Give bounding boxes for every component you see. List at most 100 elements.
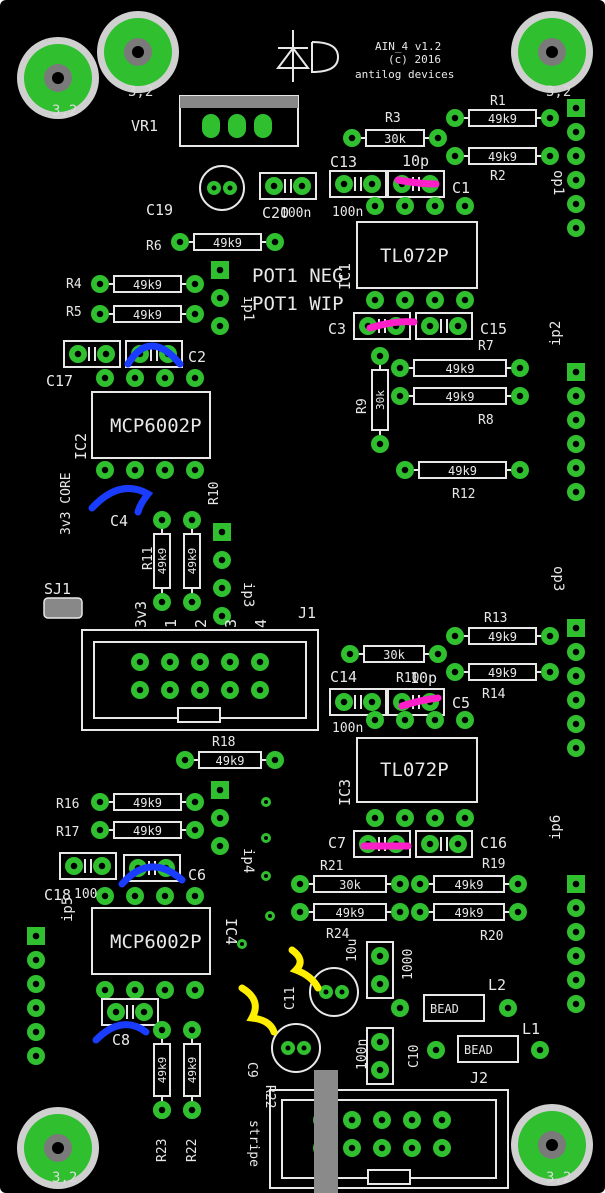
pad-hole — [572, 224, 580, 232]
pad-hole — [572, 104, 580, 112]
pad-hole — [572, 624, 580, 632]
pad-hole — [102, 350, 110, 358]
pad-hole — [226, 658, 234, 666]
pad-hole — [348, 1144, 356, 1152]
pad-hole — [101, 466, 109, 474]
resistor-body — [113, 305, 182, 323]
sj1-jumper — [43, 597, 83, 619]
resistor-body — [363, 645, 425, 663]
l2-bead-label: BEAD — [430, 1002, 459, 1016]
pad-hole — [572, 744, 580, 752]
capacitor-outline — [125, 340, 183, 368]
pad-hole — [298, 182, 306, 190]
pad-hole — [454, 322, 462, 330]
c5-value: 10p — [410, 669, 437, 687]
capacitor-outline — [259, 172, 317, 200]
via-hole — [268, 914, 272, 918]
pad-hole — [504, 1004, 512, 1012]
pad-hole — [340, 180, 348, 188]
pad-hole — [188, 516, 196, 524]
pad-hole — [256, 686, 264, 694]
pad-hole — [158, 516, 166, 524]
pad-hole — [227, 185, 233, 191]
resistor-value: 30k — [339, 878, 361, 892]
c7-label: C7 — [328, 834, 346, 852]
pad-hole — [32, 1052, 40, 1060]
resistor-body — [193, 233, 262, 251]
via-hole — [240, 942, 244, 946]
resistor-body — [153, 1043, 171, 1097]
pad-hole — [96, 310, 104, 318]
pad-hole — [396, 880, 404, 888]
pad-hole — [131, 986, 139, 994]
pad-hole — [296, 908, 304, 916]
pad-hole — [376, 440, 384, 448]
electrolytic-outline — [199, 165, 245, 211]
pad-hole — [371, 202, 379, 210]
hole-size-label: 3,2 — [546, 84, 571, 100]
yellow-mark-c9 — [238, 984, 278, 1036]
pad-hole — [572, 464, 580, 472]
pad-hole — [572, 928, 580, 936]
via-hole — [264, 836, 268, 840]
r21-label: R21 — [320, 859, 343, 874]
pad-hole — [572, 880, 580, 888]
pad-hole — [140, 1008, 148, 1016]
pad-hole — [158, 598, 166, 606]
pad-hole — [431, 814, 439, 822]
pad-hole — [371, 296, 379, 304]
resistor-body — [113, 821, 182, 839]
pad-hole — [461, 296, 469, 304]
pad-hole — [348, 1116, 356, 1124]
pad-hole — [339, 989, 345, 995]
pad-hole — [161, 892, 169, 900]
resistor-body — [183, 533, 201, 589]
pad-hole — [348, 134, 356, 142]
board-title: AIN_4 v1.2 — [375, 40, 441, 53]
pad-hole — [158, 1026, 166, 1034]
ip1-label: ip1 — [240, 296, 256, 321]
l2-label: L2 — [488, 976, 506, 994]
pad-hole — [516, 364, 524, 372]
pad-hole — [176, 238, 184, 246]
r20-label: R20 — [480, 929, 503, 944]
pad-hole — [376, 980, 384, 988]
pad-hole — [191, 374, 199, 382]
pad-hole — [136, 658, 144, 666]
pad-hole — [131, 892, 139, 900]
c15-label: C15 — [480, 320, 507, 338]
r17-label: R17 — [56, 825, 79, 840]
pad-hole — [572, 672, 580, 680]
pad-hole — [461, 814, 469, 822]
pad-hole — [181, 756, 189, 764]
ic2-label: IC2 — [72, 433, 90, 460]
pad-hole — [438, 1116, 446, 1124]
pad-hole — [572, 392, 580, 400]
l1-bead-label: BEAD — [464, 1043, 493, 1057]
capacitor-outline — [387, 688, 445, 716]
c2-label: C2 — [188, 348, 206, 366]
r22b-label: R22 — [262, 1085, 277, 1108]
r3-label: R3 — [385, 111, 401, 126]
pad-hole — [191, 798, 199, 806]
pad-hole — [270, 182, 278, 190]
resistor-value: 49k9 — [488, 112, 517, 126]
pad-hole — [98, 862, 106, 870]
blue-mark-c6 — [118, 863, 186, 888]
hole-size-label: 3,2 — [52, 1170, 77, 1186]
r4-label: R4 — [66, 277, 82, 292]
r9-label: R9 — [355, 398, 370, 414]
pad-hole — [572, 720, 580, 728]
pad-hole — [438, 1144, 446, 1152]
pad-hole — [216, 786, 224, 794]
c19-label: C19 — [146, 201, 173, 219]
j1-connector-outline — [81, 629, 319, 731]
pad-hole — [191, 986, 199, 994]
pad-hole — [454, 840, 462, 848]
pad-hole — [516, 466, 524, 474]
pad-hole — [431, 716, 439, 724]
c8-label: C8 — [112, 1031, 130, 1049]
ic3-part: TL072P — [380, 759, 449, 781]
pad-hole — [340, 698, 348, 706]
